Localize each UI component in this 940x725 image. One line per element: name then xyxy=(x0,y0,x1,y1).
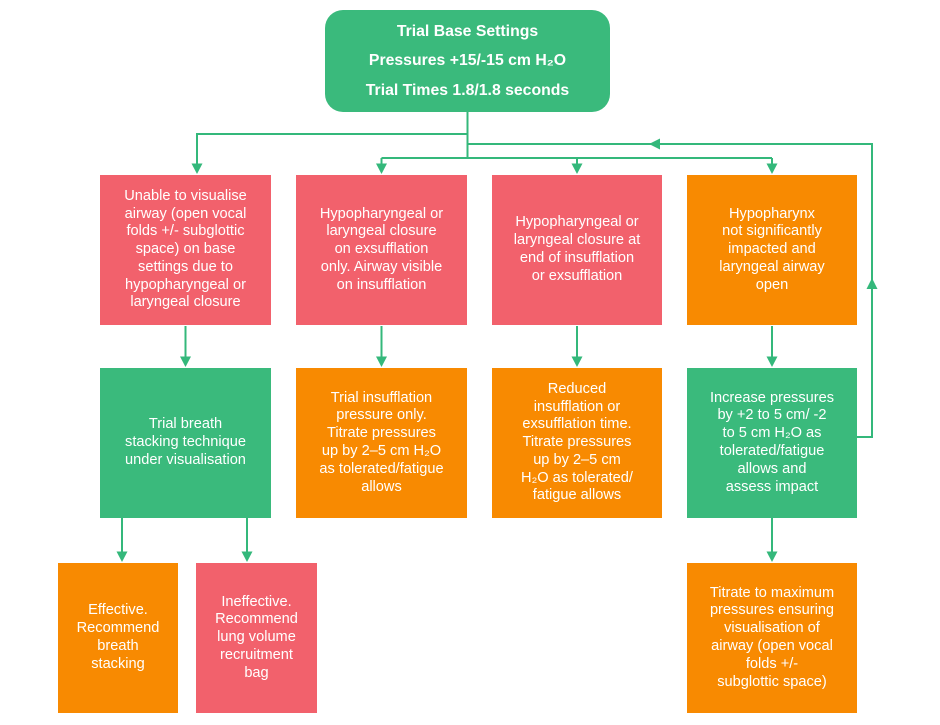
node-unable-to-visualise: Unable to visualise airway (open vocal f… xyxy=(100,175,271,325)
node-trial-base-settings: Trial Base Settings Pressures +15/-15 cm… xyxy=(325,10,610,112)
arrowhead-row3-2 xyxy=(376,356,387,367)
arrowhead-box3 xyxy=(571,163,583,174)
connector-feedback-loop xyxy=(467,143,873,438)
trial-base-pressures-line: Pressures +15/-15 cm H₂O xyxy=(368,52,567,70)
node-closure-end-insufflation: Hypopharyngeal or laryngeal closure at e… xyxy=(492,175,662,325)
node-increase-pressures: Increase pressures by +2 to 5 cm/ -2 to … xyxy=(687,368,857,518)
trial-base-title-line: Trial Base Settings xyxy=(396,22,539,40)
node-effective-breath-stacking: Effective. Recommend breath stacking xyxy=(58,563,178,713)
arrowhead-row3-3 xyxy=(571,356,583,367)
arrowhead-feedback-up xyxy=(866,278,878,289)
connector-branch-left xyxy=(196,133,468,166)
arrowhead-box2 xyxy=(376,163,387,174)
node-titrate-maximum: Titrate to maximum pressures ensuring vi… xyxy=(687,563,857,713)
arrowhead-row3-4 xyxy=(766,356,778,367)
arrowhead-box4 xyxy=(766,163,778,174)
arrowhead-ineffective xyxy=(241,551,253,562)
node-hypopharynx-open: Hypopharynx not significantly impacted a… xyxy=(687,175,857,325)
arrowhead-box1 xyxy=(191,163,203,174)
arrowhead-titrate xyxy=(766,551,778,562)
arrowhead-feedback-left xyxy=(649,138,660,150)
node-trial-breath-stacking: Trial breath stacking technique under vi… xyxy=(100,368,271,518)
trial-base-times-line: Trial Times 1.8/1.8 seconds xyxy=(365,81,570,99)
node-trial-insufflation-pressure: Trial insufflation pressure only. Titrat… xyxy=(296,368,467,518)
arrowhead-effective xyxy=(116,551,128,562)
node-closure-exsufflation-only: Hypopharyngeal or laryngeal closure on e… xyxy=(296,175,467,325)
node-reduced-time: Reduced insufflation or exsufflation tim… xyxy=(492,368,662,518)
node-ineffective-recruitment-bag: Ineffective. Recommend lung volume recru… xyxy=(196,563,317,713)
arrowhead-row3-1 xyxy=(180,356,191,367)
